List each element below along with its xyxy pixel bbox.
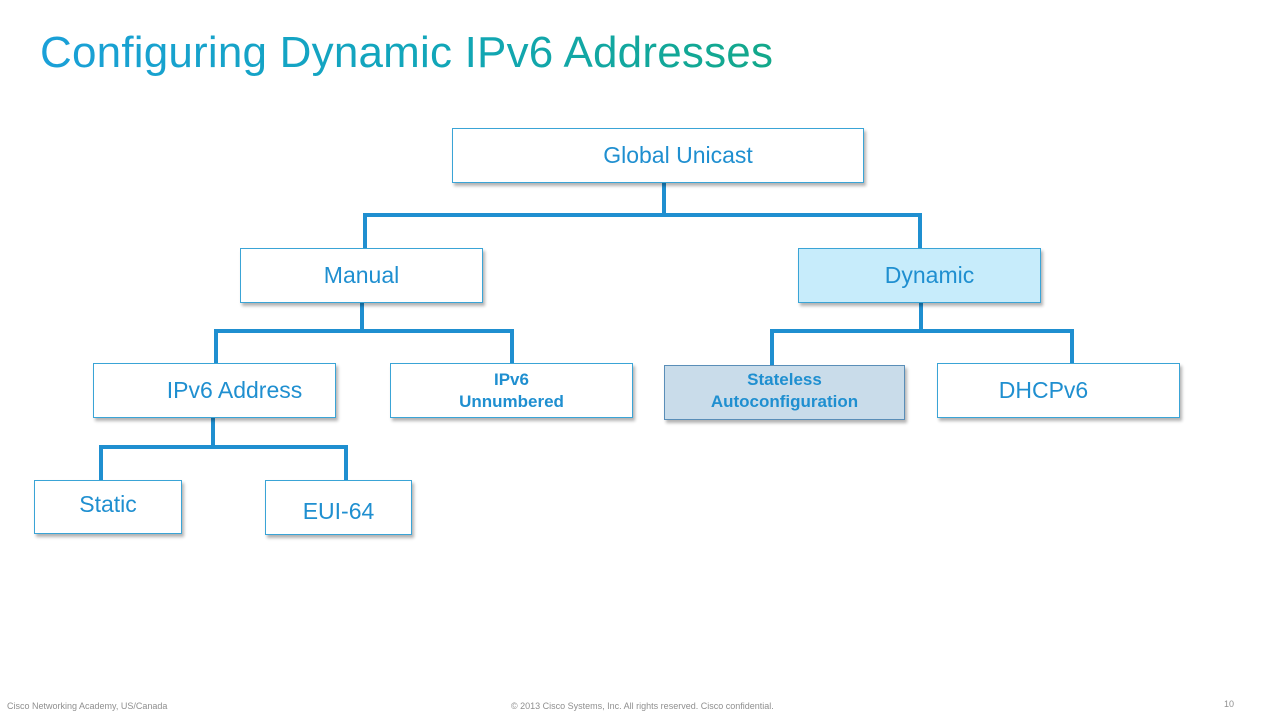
node-ipv6-unnumbered: IPv6 Unnumbered (390, 363, 633, 418)
node-dhcpv6: DHCPv6 (937, 363, 1180, 418)
node-static: Static (34, 480, 182, 534)
node-manual: Manual (240, 248, 483, 303)
connector-root (363, 182, 922, 250)
node-stateless-autoconfiguration: Stateless Autoconfiguration (664, 365, 905, 420)
node-eui-64: EUI-64 (265, 480, 412, 535)
connector-ipv6-address (99, 417, 348, 483)
node-ipv6-address: IPv6 Address (93, 363, 336, 418)
connector-manual (214, 302, 514, 365)
footer-left: Cisco Networking Academy, US/Canada (7, 701, 168, 711)
connector-dynamic (770, 302, 1074, 367)
node-dynamic: Dynamic (798, 248, 1041, 303)
footer-copyright: © 2013 Cisco Systems, Inc. All rights re… (511, 701, 774, 711)
node-global-unicast: Global Unicast (452, 128, 864, 183)
slide-title: Configuring Dynamic IPv6 Addresses (40, 28, 774, 77)
page-number: 10 (1224, 699, 1235, 709)
